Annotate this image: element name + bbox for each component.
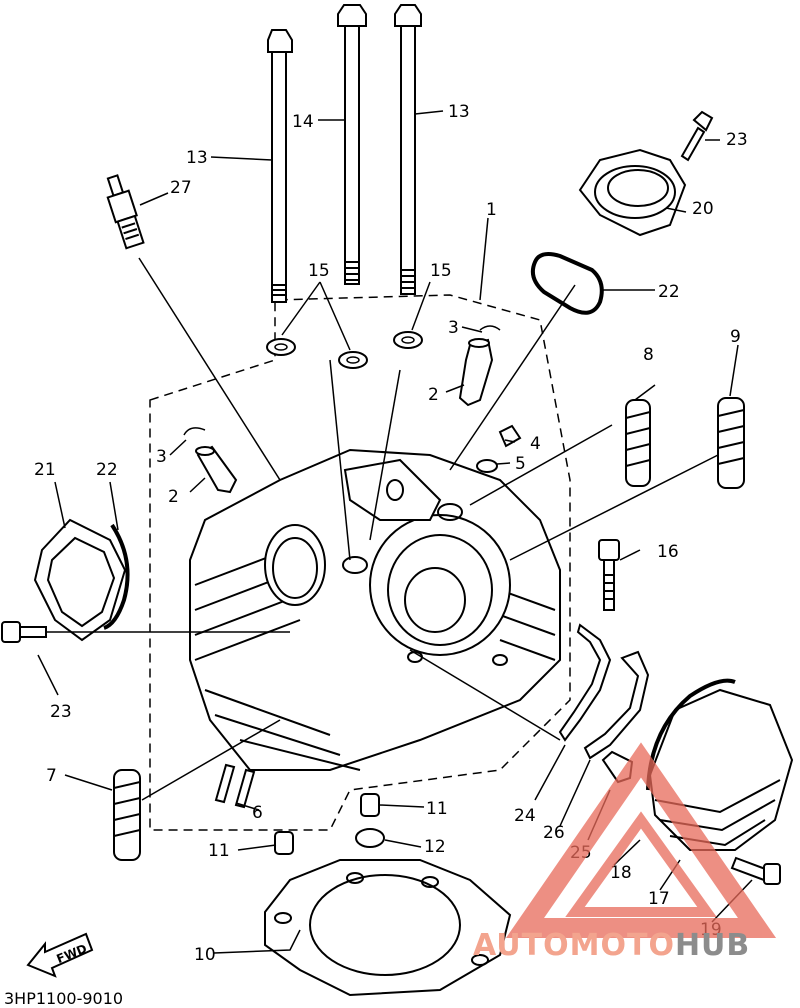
fwd-arrow-icon: FWD: [26, 932, 94, 978]
dowel-11-right: [360, 793, 380, 817]
callout-13-left: 13: [186, 148, 208, 168]
small-bolt: [498, 424, 522, 448]
callout-14: 14: [292, 112, 314, 132]
spark-plug: [106, 174, 145, 250]
callout-13-right: 13: [448, 102, 470, 122]
valve-guide-lower: [195, 445, 238, 494]
callout-9: 9: [730, 327, 741, 347]
callout-23-lower: 23: [50, 702, 72, 722]
gasket-26: [583, 650, 650, 760]
callout-11-right: 11: [426, 799, 448, 819]
callout-27: 27: [170, 178, 192, 198]
stud-bolt-right: [394, 4, 422, 295]
stud-bolt-middle: [337, 4, 367, 285]
intake-manifold: [578, 148, 687, 237]
watermark-logo-icon: [505, 742, 777, 938]
washer-middle-hole: [346, 356, 360, 364]
dowel-pin-7: [113, 769, 141, 861]
callout-2-lower: 2: [168, 487, 179, 507]
callout-10: 10: [194, 945, 216, 965]
washer-left: [266, 338, 296, 356]
diagram-code: 3HP1100-9010: [4, 989, 123, 1008]
washer-right-hole: [401, 336, 415, 344]
valve-clip-upper: [479, 325, 501, 331]
stud-bolt-left: [267, 29, 293, 303]
tappet-bolt-left: [1, 621, 47, 643]
dowel-11-left: [274, 831, 294, 855]
leader-lines: [37, 110, 753, 954]
callout-2-upper: 2: [428, 385, 439, 405]
callout-5: 5: [515, 454, 526, 474]
studs-6: [214, 763, 256, 809]
cylinder-head: [189, 448, 561, 771]
dowel-pin-8: [625, 399, 651, 487]
watermark-text-part1: AUTOMOTO: [473, 928, 675, 963]
callout-23-upper: 23: [726, 130, 748, 150]
callout-21: 21: [34, 460, 56, 480]
callout-18: 18: [610, 863, 632, 883]
callout-22-lower: 22: [96, 460, 118, 480]
washer-left-hole: [274, 343, 288, 351]
callout-4: 4: [530, 434, 541, 454]
intake-o-ring: [530, 252, 604, 315]
callout-7: 7: [46, 766, 57, 786]
callout-15-left: 15: [308, 261, 330, 281]
washer-right: [393, 331, 423, 349]
tappet-cover-left: [33, 518, 127, 642]
bolt-16: [598, 539, 620, 611]
watermark-text-part2: HUB: [675, 928, 750, 963]
callout-8: 8: [643, 345, 654, 365]
callout-12: 12: [424, 837, 446, 857]
callout-20: 20: [692, 199, 714, 219]
valve-clip-lower: [183, 427, 206, 436]
valve-guide-upper: [458, 338, 494, 407]
cam-plate-24: [558, 623, 612, 742]
seal-washer-12: [355, 828, 385, 848]
assembly-boundary: [149, 294, 571, 831]
dowel-pin-9: [717, 397, 745, 489]
callout-11-left: 11: [208, 841, 230, 861]
callout-22-upper: 22: [658, 282, 680, 302]
callout-3-upper: 3: [448, 318, 459, 338]
callout-24: 24: [514, 806, 536, 826]
watermark-text: AUTOMOTOHUB: [473, 928, 750, 963]
callout-3-lower: 3: [156, 447, 167, 467]
tappet-o-ring-left: [103, 523, 130, 630]
head-gasket: [264, 859, 512, 997]
callout-6: 6: [252, 803, 263, 823]
callout-1: 1: [486, 200, 497, 220]
callout-16: 16: [657, 542, 679, 562]
callout-15-right: 15: [430, 261, 452, 281]
callout-17: 17: [648, 889, 670, 909]
washer-middle: [338, 351, 368, 369]
bolt-19: [730, 856, 781, 885]
callout-26: 26: [543, 823, 565, 843]
intake-bolt: [680, 110, 714, 162]
small-washer: [476, 459, 498, 473]
